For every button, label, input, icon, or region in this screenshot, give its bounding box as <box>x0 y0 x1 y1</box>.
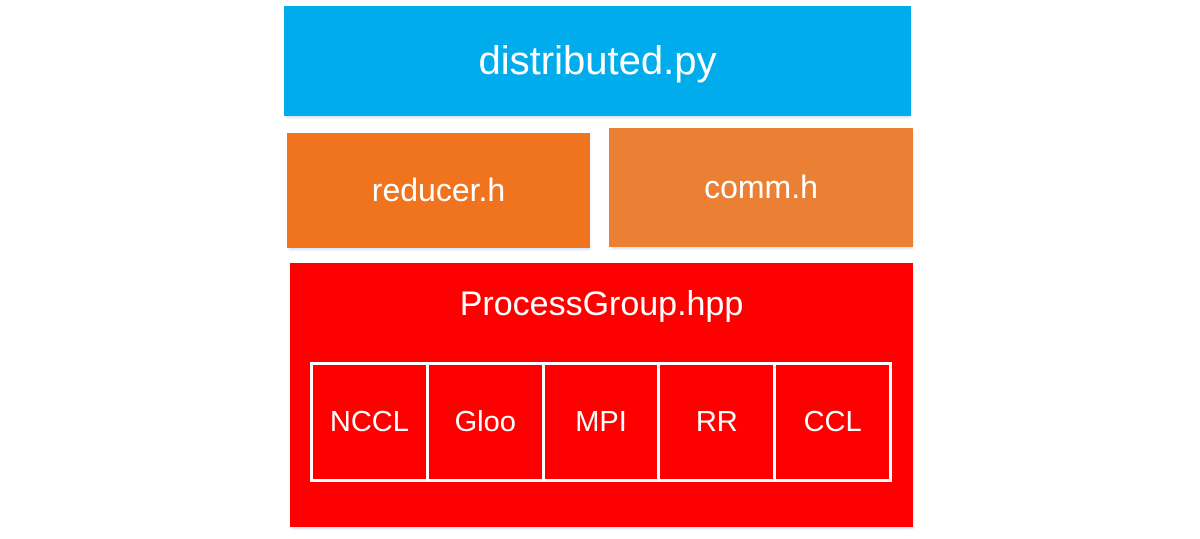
backend-cell-mpi: MPI <box>541 365 658 479</box>
backend-cell-ccl: CCL <box>773 365 889 479</box>
backend-cell-rr: RR <box>657 365 773 479</box>
comm-h-label: comm.h <box>704 169 818 205</box>
reducer-h-box: reducer.h <box>287 133 590 248</box>
backend-cell-gloo: Gloo <box>425 365 542 479</box>
processgroup-hpp-label: ProcessGroup.hpp <box>459 285 744 323</box>
reducer-h-label: reducer.h <box>371 172 506 208</box>
distributed-py-label: distributed.py <box>478 38 717 83</box>
backend-cell-nccl: NCCL <box>329 405 409 438</box>
distributed-py-box: distributed.py <box>284 6 911 116</box>
backend-grid: NCCL Gloo MPI RR CCL <box>310 362 892 482</box>
comm-h-box: comm.h <box>609 128 913 247</box>
processgroup-hpp-box: ProcessGroup.hpp NCCL Gloo MPI RR CCL <box>290 263 913 527</box>
